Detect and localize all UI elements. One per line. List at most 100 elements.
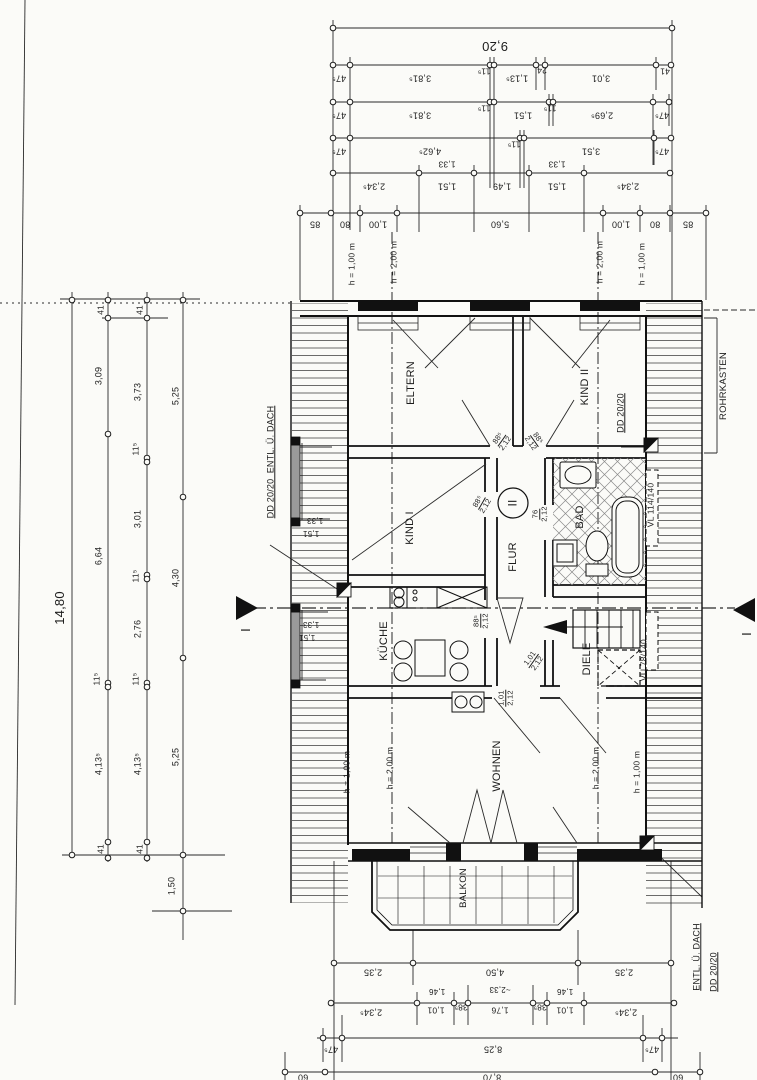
- room-label-wohnen: WOHNEN: [491, 740, 504, 792]
- left-dim-label: 11⁵: [130, 569, 141, 583]
- bottom-dim-label: 8,25: [483, 1044, 503, 1055]
- room-label-bad: BAD: [574, 505, 587, 529]
- bottom-dim-label: 8,70: [482, 1072, 502, 1080]
- top-dim-label: 11⁵: [477, 103, 491, 114]
- height-label: h = 2,00 m: [594, 240, 605, 284]
- bottom-dim-label: 2,34⁵: [614, 1007, 638, 1018]
- left-dim-label: 3,01: [132, 509, 143, 529]
- top-dim-label: 1,33: [548, 159, 566, 170]
- top-dim-label: 2,34⁵: [362, 181, 386, 192]
- wc: [585, 530, 609, 562]
- bottom-dim-label: 1,46: [428, 987, 446, 997]
- left-dim-label: 41: [134, 844, 145, 854]
- left-dim-label: 3,73: [132, 382, 143, 402]
- hall-stair: [543, 609, 641, 687]
- dimension-ticks: [68, 24, 710, 1076]
- section-label-left: I: [238, 628, 254, 632]
- left-dim-label: 11⁵: [130, 672, 141, 686]
- bottom-dim-label: 1,01: [556, 1005, 574, 1016]
- roof-vents: [336, 437, 660, 852]
- top-dim-label: 1,51: [547, 181, 567, 192]
- vent-note-left: DD 20/20 ENTL. Ü. DACH: [265, 405, 276, 519]
- top-dim-label: 1,51: [437, 181, 457, 192]
- vent-note-kind2: DD 20/20: [615, 393, 626, 433]
- bottom-dim-label: 1,01: [427, 1005, 445, 1016]
- roof-window-bad: VL 114/140: [645, 482, 656, 528]
- left-dim-label: 6,64: [93, 546, 104, 566]
- roof-hatch-zones: [292, 303, 702, 908]
- height-label: h = 1,00 m: [346, 242, 357, 286]
- bottom-dim-label: 2,35: [363, 967, 383, 978]
- top-dim-label: 1,13⁵: [505, 73, 529, 84]
- roof-window-diele: VU 78/140: [638, 639, 649, 681]
- top-dim-label: 2,34⁵: [616, 181, 640, 192]
- vent-note-bottom-1: ENTL. Ü. DACH: [691, 923, 702, 991]
- top-wall-windows: [357, 302, 641, 331]
- apartment-number: II: [505, 499, 520, 507]
- room-label-flur: FLUR: [507, 542, 520, 572]
- top-dim-label: 11⁵: [507, 139, 521, 150]
- room-label-diele: DIELE: [581, 642, 594, 676]
- kitchen: [389, 586, 488, 713]
- top-dim-label: 1,00: [368, 219, 388, 230]
- bottom-dim-label: 60: [297, 1072, 309, 1080]
- bathtub: [611, 496, 644, 578]
- bottom-dim-label: 60: [672, 1072, 684, 1080]
- bottom-dim-label: 1,46: [556, 987, 574, 997]
- top-dim-label: 3,01: [591, 73, 611, 84]
- roof-windows: [645, 469, 659, 671]
- top-dim-label: 47⁵: [654, 146, 670, 157]
- top-dim-label: 3,81⁵: [408, 110, 432, 121]
- top-dim-label: 4,62⁵: [418, 146, 442, 157]
- top-dim-label: 3,81⁵: [408, 73, 432, 84]
- height-label: h = 1,00 m: [341, 750, 352, 794]
- left-dim-label: 11⁵: [130, 442, 141, 456]
- height-label: h = 2,00 m: [388, 240, 399, 284]
- top-dim-label: 5,60: [490, 219, 510, 230]
- window-dim-label: 1,33: [306, 516, 324, 526]
- balcony: [371, 861, 579, 931]
- left-dim-label: 14,80: [52, 591, 68, 625]
- window-dim-label: 1,51: [298, 633, 316, 643]
- bottom-dim-label: 47⁵: [323, 1044, 339, 1055]
- top-dim-label: 1,33: [438, 159, 456, 170]
- top-dim-label: 11⁵: [543, 103, 557, 114]
- height-label: h = 1,00 m: [631, 750, 642, 794]
- ceiling-hatch: [597, 649, 641, 687]
- room-label-kind-1: KIND I: [404, 511, 417, 545]
- height-label: h = 2,00 m: [384, 746, 395, 790]
- section-label-right: I: [739, 632, 755, 636]
- rohrkasten-label: ROHRKASTEN: [718, 352, 730, 420]
- left-dim-label: 41: [95, 844, 106, 854]
- top-dim-label: 24: [537, 65, 547, 76]
- left-dim-label: 4,30: [170, 568, 181, 588]
- bottom-dim-label: 38⁵: [454, 1002, 468, 1013]
- left-dim-label: 3,09: [93, 366, 104, 386]
- left-dim-label: 5,25: [170, 386, 181, 406]
- bottom-dim-label: 47⁵: [644, 1044, 660, 1055]
- window-dim-label: 1,33: [302, 620, 320, 630]
- room-label-kueche: KÜCHE: [378, 621, 391, 661]
- room-label-balkon: BALKON: [458, 868, 470, 908]
- top-dim-label: 1,51: [513, 110, 533, 121]
- top-dim-label: 80: [339, 219, 351, 230]
- room-label-kind-2: KIND II: [579, 368, 592, 406]
- top-dim-label: 1,00: [611, 219, 631, 230]
- bottom-dim-label: 2,35: [614, 967, 634, 978]
- bottom-dim-label: ~2,33: [489, 985, 511, 995]
- left-dim-label: 1,50: [166, 876, 177, 896]
- bottom-dim-label: 1,76: [491, 1005, 509, 1016]
- top-dim-label: 85: [309, 219, 321, 230]
- top-dim-label: 47⁵: [331, 146, 347, 157]
- bathroom: [552, 458, 646, 585]
- left-dim-label: 2,76: [132, 619, 143, 639]
- top-dim-label: 2,69⁵: [590, 110, 614, 121]
- room-label-eltern: ELTERN: [405, 361, 418, 405]
- vent-note-bottom-2: DD 20/20: [708, 952, 719, 992]
- west-windows: [290, 436, 303, 689]
- left-dim-label: 4,13⁵: [93, 752, 104, 776]
- entrance-arrow: [543, 620, 567, 634]
